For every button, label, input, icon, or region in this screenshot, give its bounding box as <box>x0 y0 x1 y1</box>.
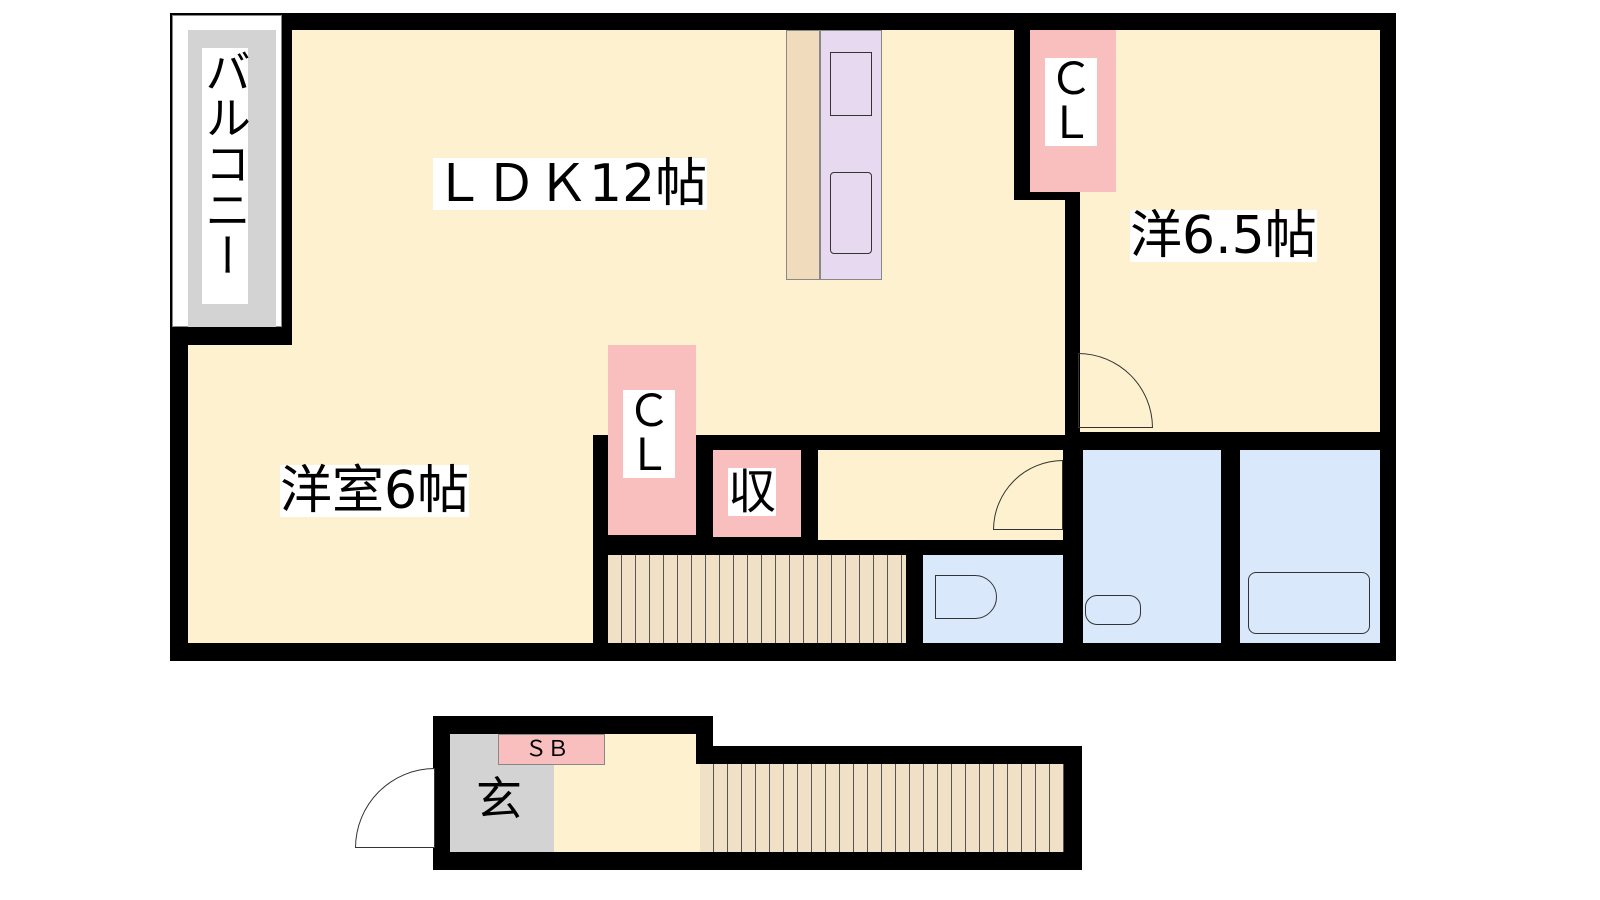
bathroom <box>1240 450 1380 643</box>
label-ldk: ＬＤＫ12帖 <box>433 154 708 214</box>
label-entrance: 玄 <box>476 772 522 826</box>
washroom <box>1083 450 1221 643</box>
stairs <box>608 555 906 643</box>
basin-icon <box>1085 595 1141 625</box>
kitchen-counter <box>786 30 820 280</box>
toilet-icon <box>935 575 997 619</box>
entrance-stairs <box>700 764 1064 852</box>
bathtub-icon <box>1248 572 1370 634</box>
label-balcony: バルコニー <box>198 48 252 304</box>
label-western-left: 洋室6帖 <box>280 461 470 521</box>
stove-icon <box>830 52 872 116</box>
entrance-door-icon <box>355 768 435 848</box>
sink-icon <box>830 172 872 254</box>
label-closet-left: Ｃ Ｌ <box>623 390 675 478</box>
shoe-box <box>498 734 605 765</box>
label-western-right: 洋6.5帖 <box>1130 206 1317 266</box>
label-shoe-box: ＳＢ <box>525 737 570 762</box>
label-closet-top: Ｃ Ｌ <box>1045 58 1097 146</box>
label-storage: 収 <box>728 464 777 520</box>
